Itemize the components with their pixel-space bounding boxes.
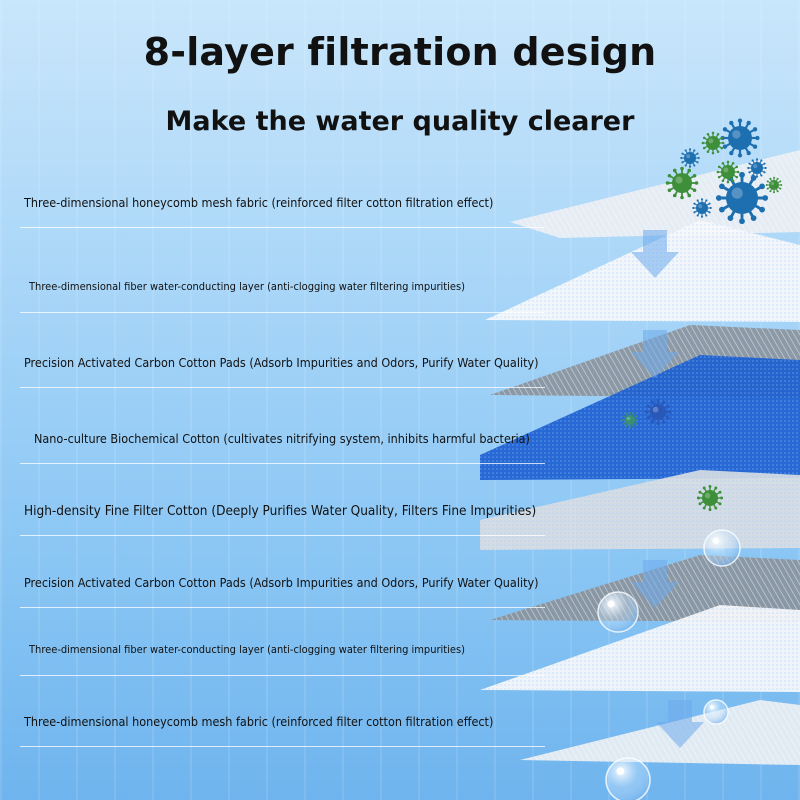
bacteria-icon xyxy=(715,171,769,225)
water-bubble-icon xyxy=(605,757,651,800)
bacteria-icon xyxy=(701,131,725,155)
layer-slab-mesh-2-texture xyxy=(520,700,800,765)
layer-label: Precision Activated Carbon Cotton Pads (… xyxy=(24,575,539,590)
layer-slab-bio-texture xyxy=(480,355,800,480)
bacteria-icon xyxy=(765,176,783,194)
layer-slab-fiber-2-texture xyxy=(480,605,800,692)
down-arrow-icon xyxy=(631,330,679,378)
bacteria-icon xyxy=(716,160,740,184)
bacteria-icon xyxy=(696,484,724,512)
water-bubble-icon xyxy=(703,699,729,725)
bubble-highlight xyxy=(607,600,615,608)
bacteria-icon xyxy=(621,411,639,429)
layer-row-6: Precision Activated Carbon Cotton Pads (… xyxy=(20,575,545,608)
layer-label: Three-dimensional honeycomb mesh fabric … xyxy=(24,714,494,729)
bacteria-icon xyxy=(665,166,699,200)
layer-row-2: Three-dimensional fiber water-conducting… xyxy=(20,280,545,313)
layer-slab-fiber-texture xyxy=(485,220,800,322)
page-title: 8-layer filtration design xyxy=(143,30,657,74)
bubble-highlight xyxy=(709,705,714,710)
layer-row-3: Precision Activated Carbon Cotton Pads (… xyxy=(20,355,545,388)
layer-row-4: Nano-culture Biochemical Cotton (cultiva… xyxy=(20,431,545,464)
layer-label: Three-dimensional fiber water-conducting… xyxy=(29,280,466,293)
bacteria-icon xyxy=(692,198,712,218)
layer-row-8: Three-dimensional honeycomb mesh fabric … xyxy=(20,714,545,747)
layer-row-1: Three-dimensional honeycomb mesh fabric … xyxy=(20,195,545,228)
bacteria-icon xyxy=(720,118,760,158)
layer-label: High-density Fine Filter Cotton (Deeply … xyxy=(24,503,537,519)
bacteria-icon xyxy=(680,148,700,168)
layer-row-5: High-density Fine Filter Cotton (Deeply … xyxy=(20,503,545,536)
layer-label: Precision Activated Carbon Cotton Pads (… xyxy=(24,355,539,370)
page-subtitle: Make the water quality clearer xyxy=(165,106,635,137)
layer-label: Nano-culture Biochemical Cotton (cultiva… xyxy=(34,431,530,446)
water-bubble-icon xyxy=(703,529,741,567)
bubble-highlight xyxy=(616,767,625,776)
down-arrow-icon xyxy=(631,230,679,278)
bacteria-icon xyxy=(644,398,672,426)
down-arrow-icon xyxy=(631,560,679,608)
layer-row-7: Three-dimensional fiber water-conducting… xyxy=(20,643,545,676)
down-arrow-icon xyxy=(656,700,704,748)
layer-label: Three-dimensional honeycomb mesh fabric … xyxy=(24,195,494,210)
water-bubble-icon xyxy=(597,591,639,633)
bacteria-icon xyxy=(747,158,767,178)
bubble-highlight xyxy=(712,537,719,545)
layer-label: Three-dimensional fiber water-conducting… xyxy=(29,643,466,656)
